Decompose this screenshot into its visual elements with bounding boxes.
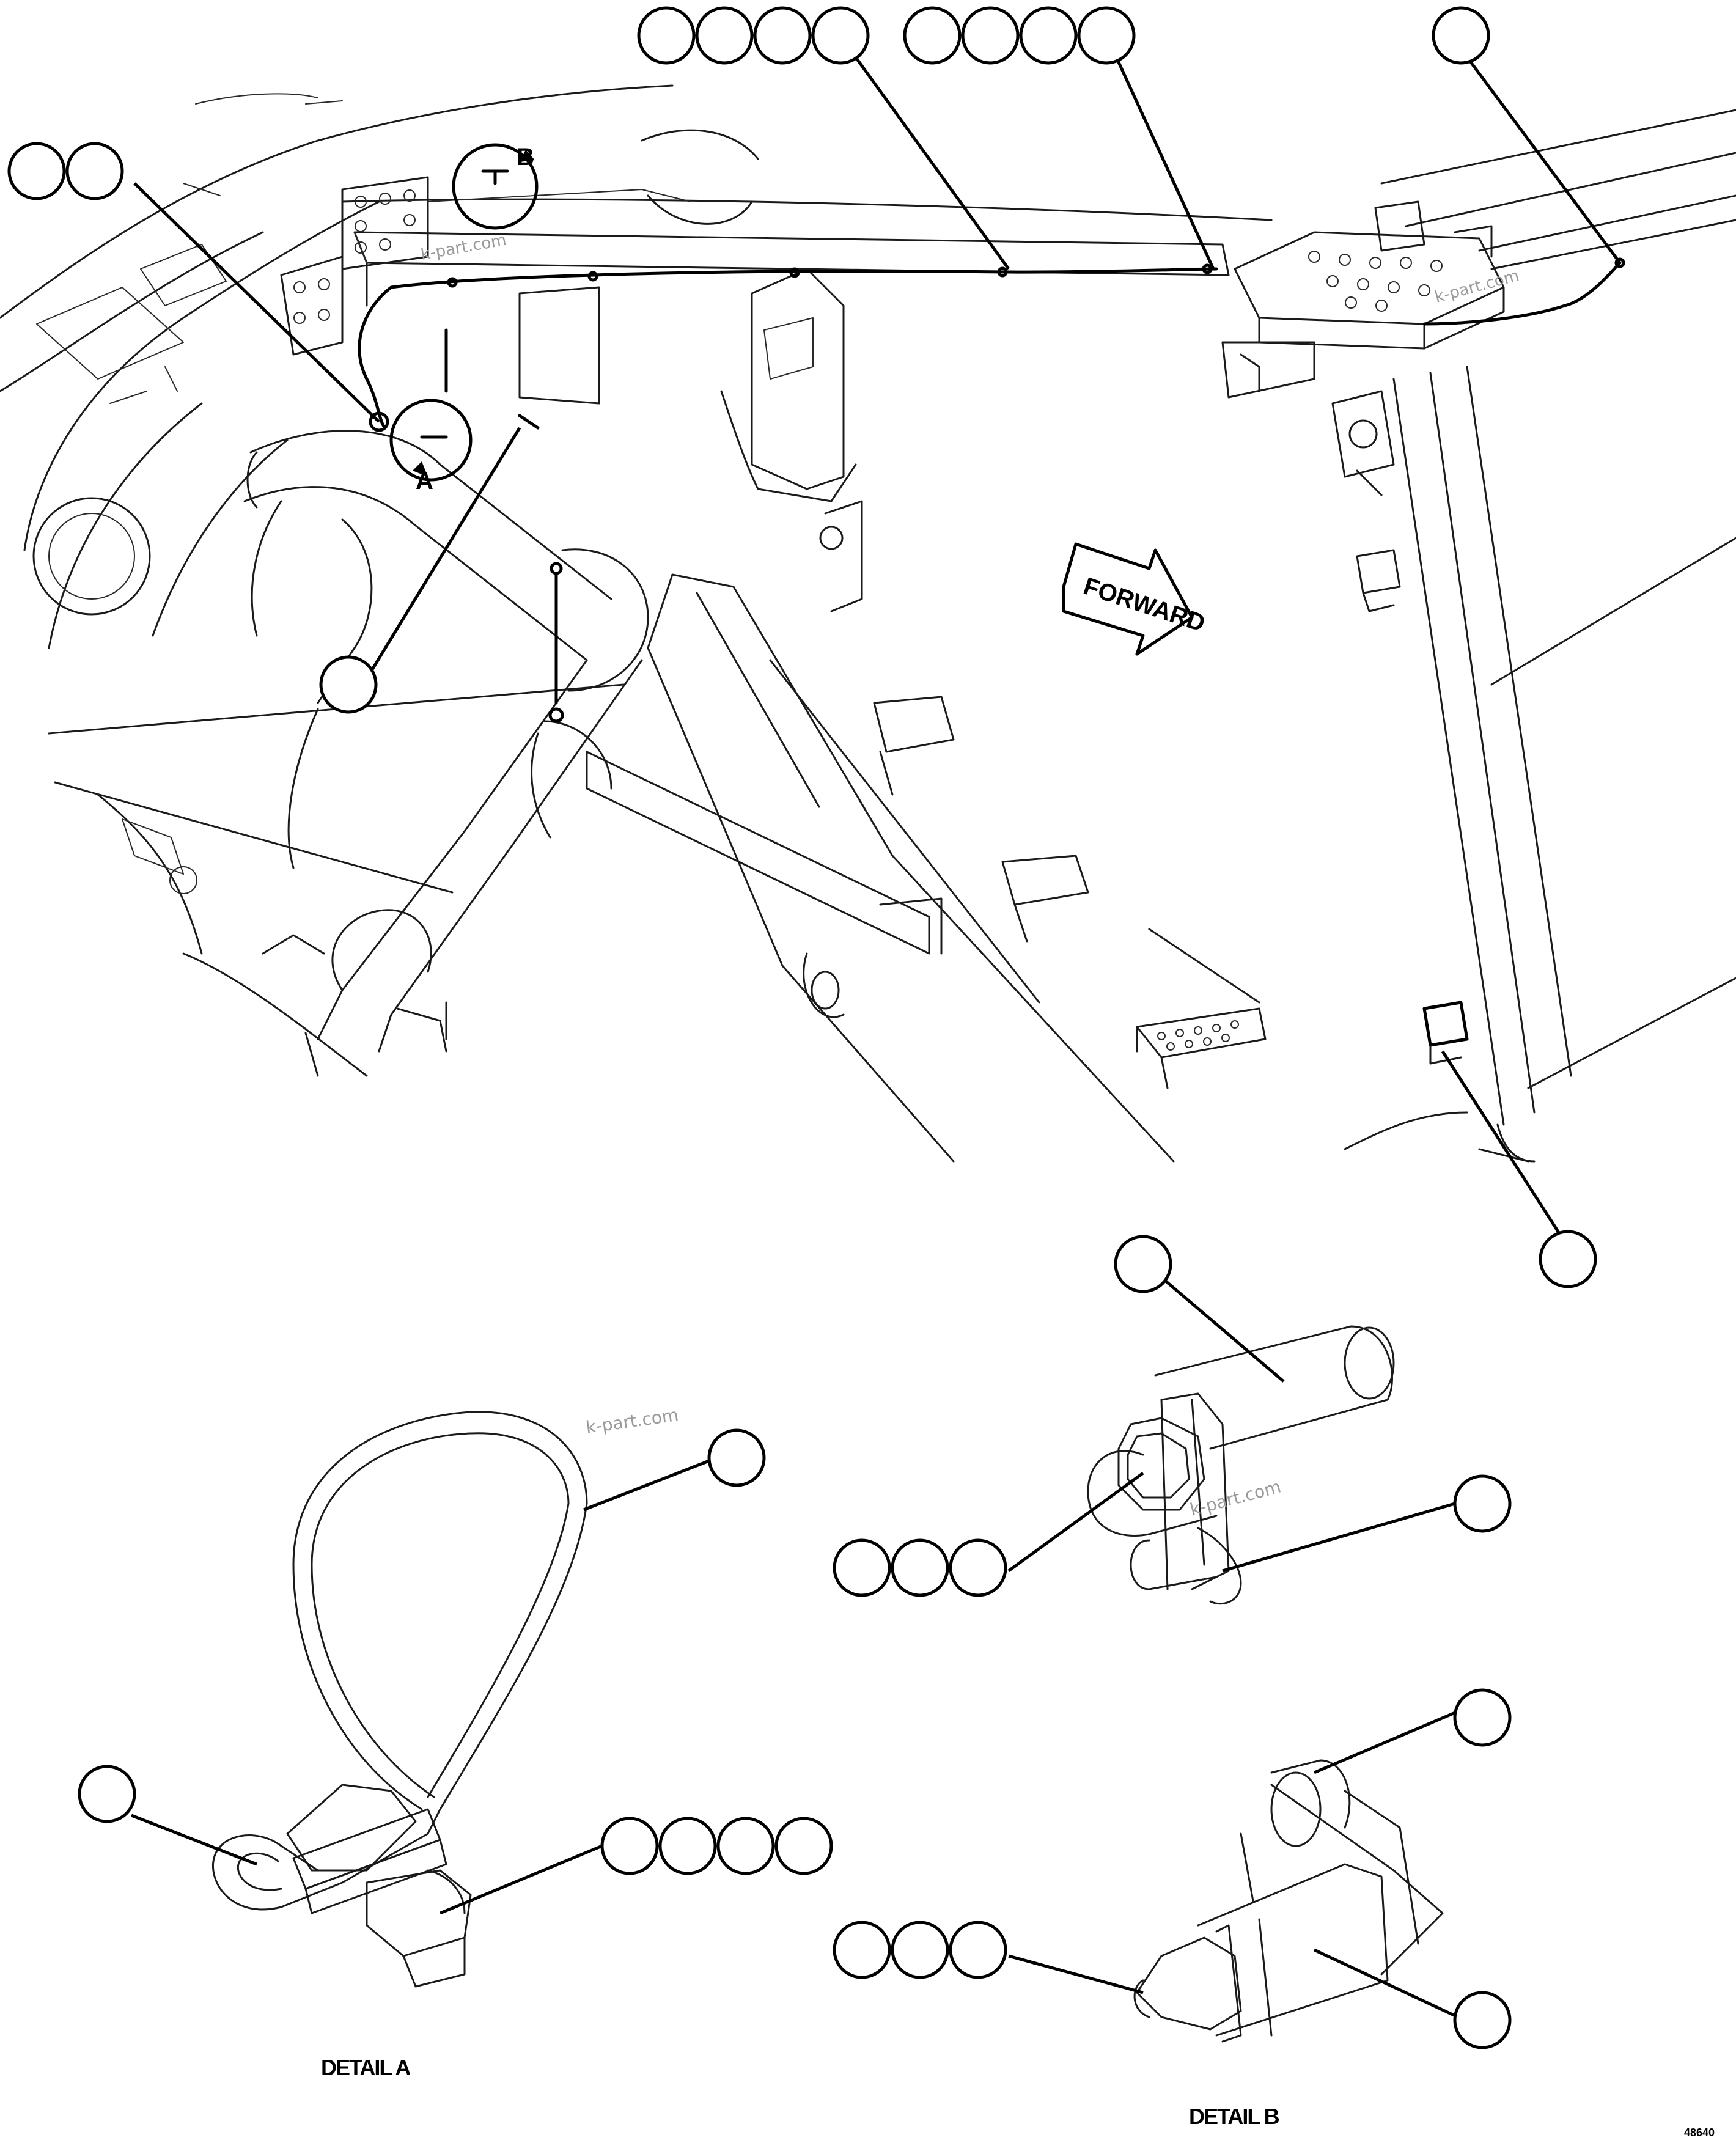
drawing-number: 48640 bbox=[1684, 2126, 1715, 2139]
watermark-2: k-part.com bbox=[1433, 266, 1521, 307]
callout-bubble bbox=[637, 6, 696, 65]
watermark-1: k-part.com bbox=[419, 231, 508, 264]
callout-bubble bbox=[833, 1921, 891, 1979]
callout-bubble bbox=[65, 142, 124, 200]
callout-bubble bbox=[961, 6, 1020, 65]
callout-bubble bbox=[1019, 6, 1078, 65]
leader-lines bbox=[131, 48, 1622, 2019]
callout-bubble bbox=[695, 6, 754, 65]
flange-bolts bbox=[293, 189, 416, 324]
callout-bubble bbox=[891, 1921, 949, 1979]
callout-bubble bbox=[949, 1921, 1007, 1979]
detail-a-callout-circle bbox=[389, 399, 473, 482]
forward-direction-arrow: FORWARD bbox=[1062, 542, 1208, 656]
callout-bubble bbox=[1432, 6, 1490, 65]
callout-bubbles bbox=[7, 6, 1597, 2049]
callout-bubble bbox=[949, 1538, 1007, 1597]
detail-b-marker: B bbox=[517, 144, 534, 171]
callout-bubble bbox=[319, 655, 378, 714]
callout-bubble bbox=[1114, 1235, 1172, 1293]
forward-label: FORWARD bbox=[1080, 573, 1208, 637]
callout-bubble bbox=[903, 6, 962, 65]
callout-bubble bbox=[7, 142, 66, 200]
harness-clips bbox=[447, 257, 1625, 288]
callout-bubble bbox=[1453, 1991, 1512, 2049]
detail-b-callout-circle bbox=[452, 143, 539, 230]
callout-bubble bbox=[716, 1817, 775, 1875]
callout-bubble bbox=[600, 1817, 659, 1875]
detail-b-upper-drawing bbox=[1087, 1325, 1395, 1605]
callout-bubble bbox=[707, 1428, 766, 1487]
plate-bolt-holes bbox=[1308, 251, 1443, 312]
watermark-3: k-part.com bbox=[584, 1405, 680, 1438]
callout-bubble bbox=[1453, 1688, 1512, 1747]
detail-a-caption: DETAIL A bbox=[321, 2055, 411, 2080]
callout-bubble bbox=[1077, 6, 1136, 65]
callout-bubble bbox=[1539, 1230, 1597, 1288]
callout-bubble bbox=[811, 6, 870, 65]
machine-frame-drawing bbox=[0, 84, 1736, 1163]
detail-b-lower-drawing bbox=[1133, 1759, 1444, 2043]
callout-bubble bbox=[1453, 1474, 1512, 1533]
detail-a-drawing bbox=[212, 1411, 588, 1988]
callout-bubble bbox=[78, 1765, 136, 1823]
callout-bubble bbox=[833, 1538, 891, 1597]
callout-bubble bbox=[753, 6, 812, 65]
detail-b-caption: DETAIL B bbox=[1189, 2104, 1279, 2129]
callout-bubble bbox=[891, 1538, 949, 1597]
callout-bubble bbox=[658, 1817, 717, 1875]
step-holes bbox=[1157, 1020, 1239, 1051]
callout-bubble bbox=[774, 1817, 833, 1875]
detail-a-marker: A bbox=[416, 468, 433, 494]
